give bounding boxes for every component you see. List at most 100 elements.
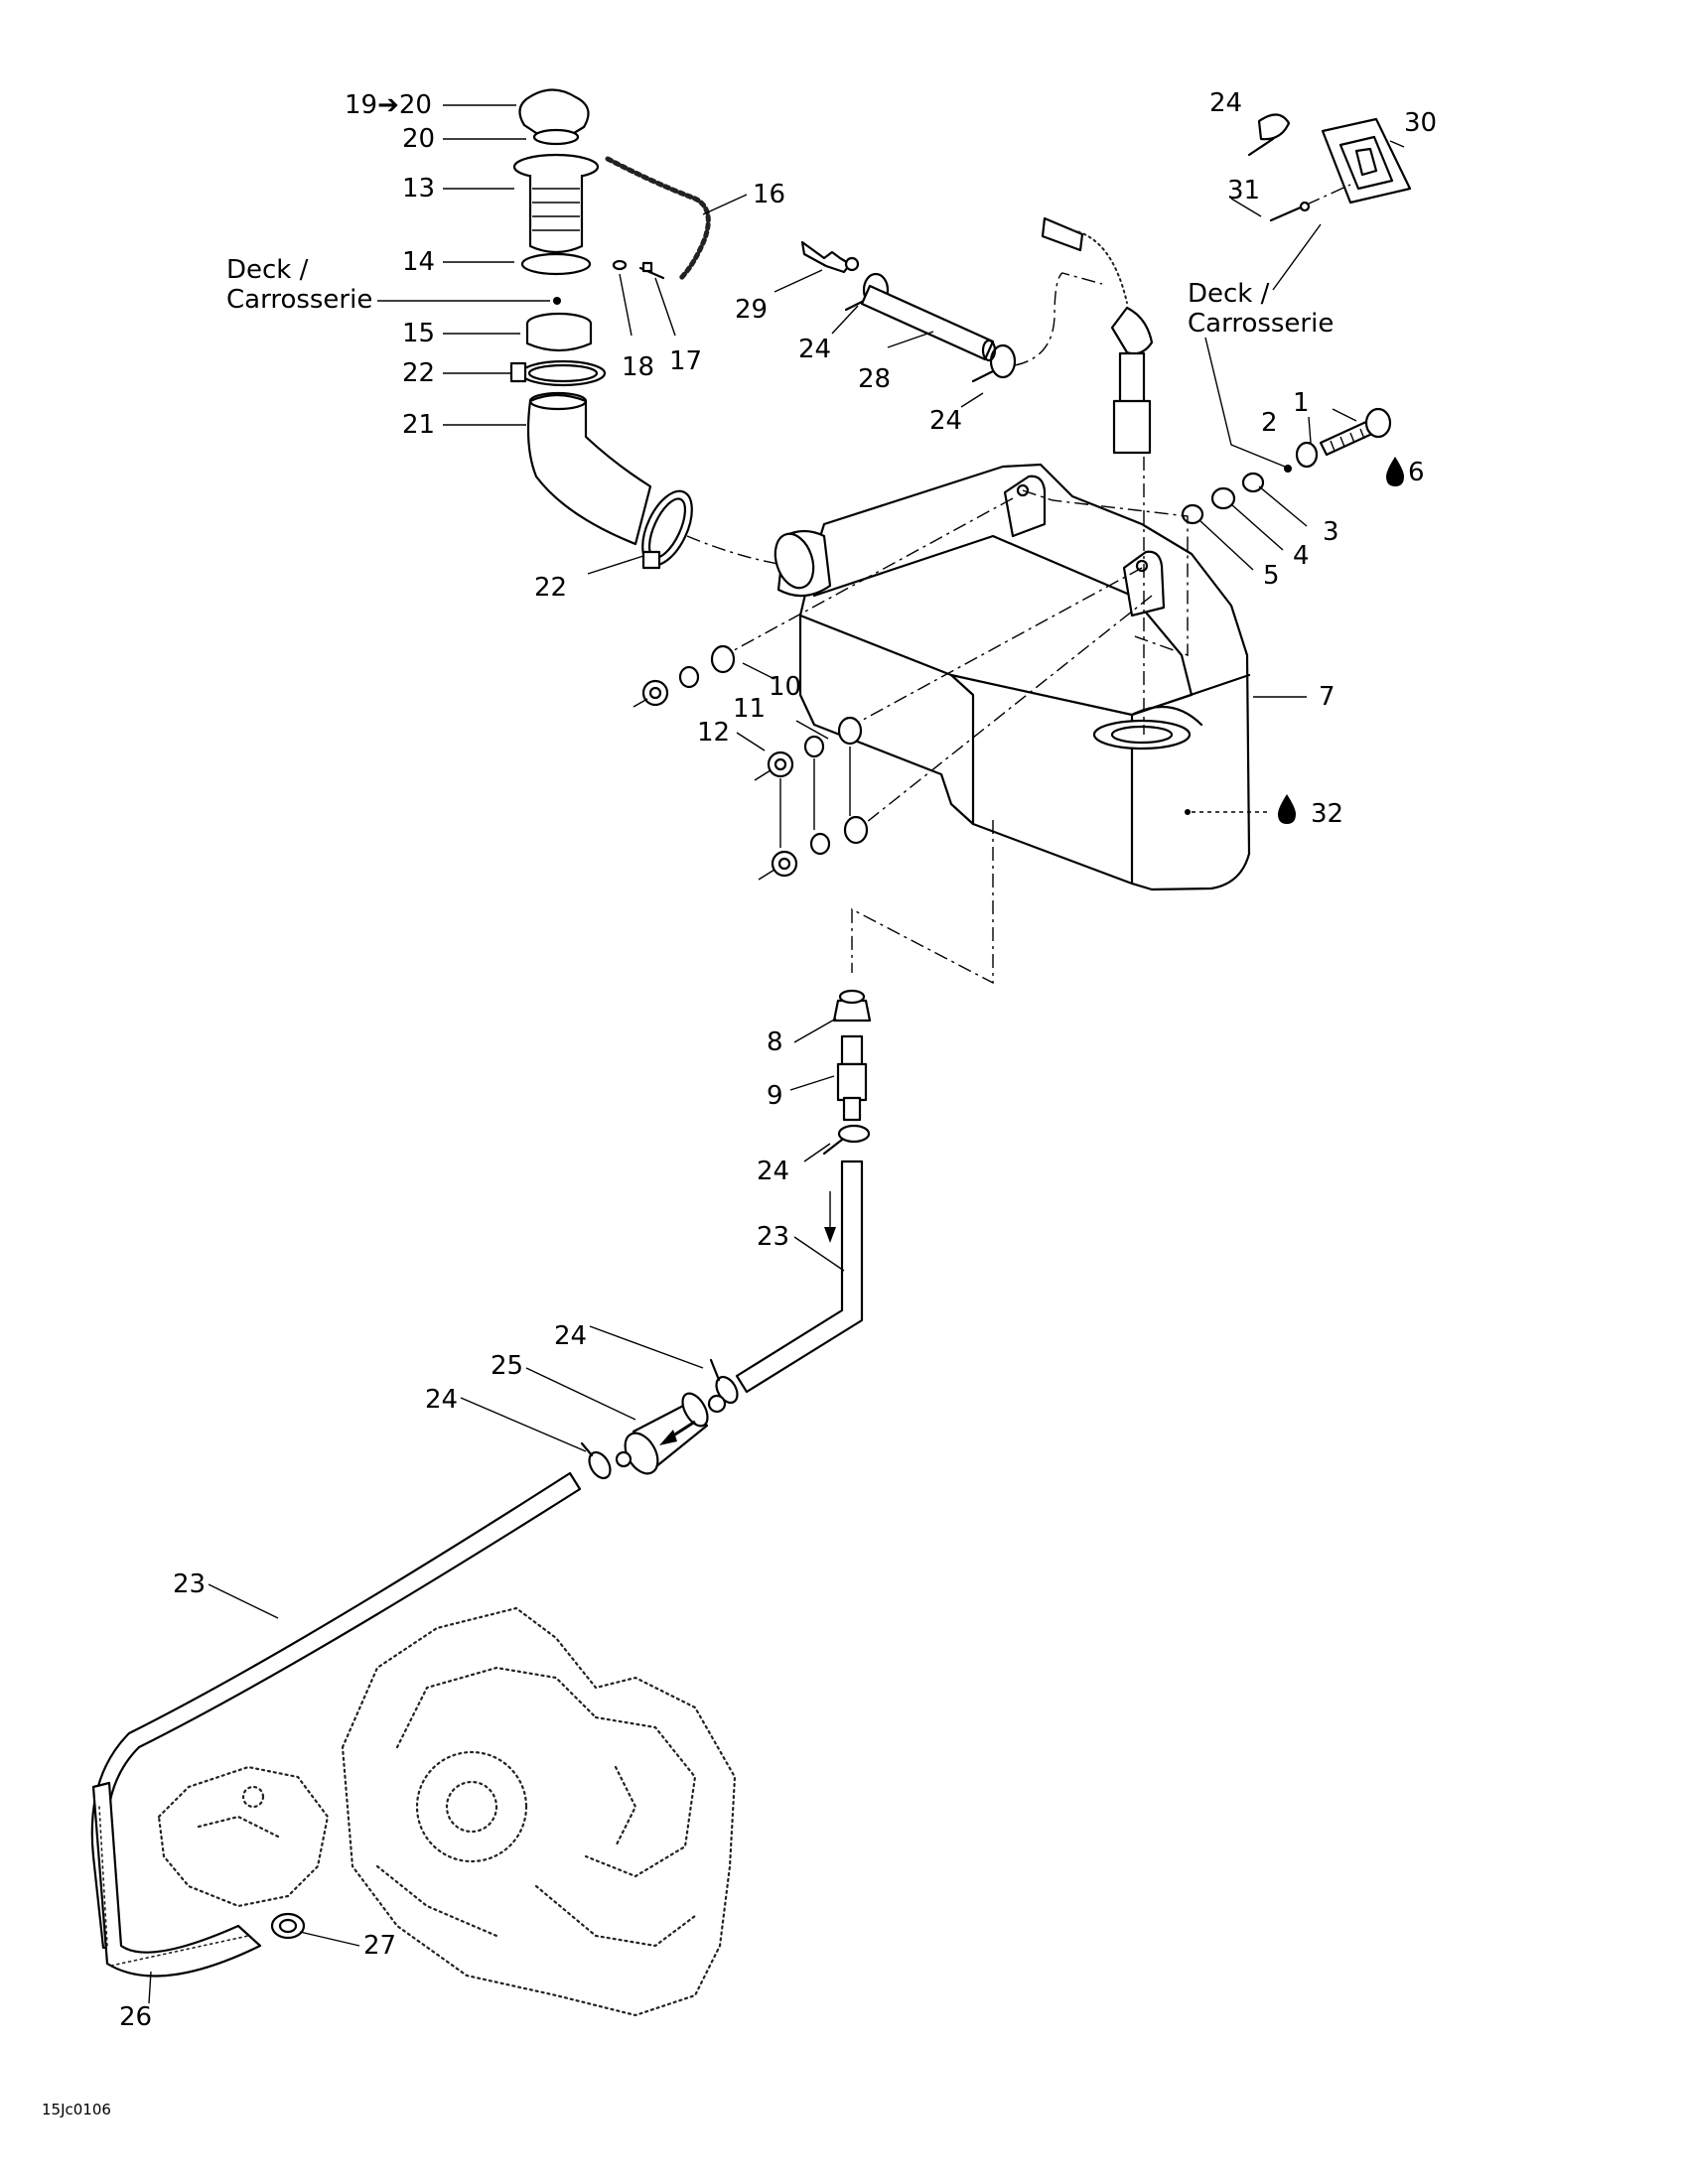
label-27: 27 <box>363 1931 396 1961</box>
label-25: 25 <box>491 1351 523 1381</box>
label-19-20: 19➔20 <box>345 90 432 120</box>
label-12: 12 <box>697 718 730 748</box>
label-10: 10 <box>769 672 801 702</box>
clamp-24-filter-left <box>580 1441 612 1480</box>
clamp-22-top <box>509 359 607 387</box>
label-2: 2 <box>1261 408 1278 438</box>
label-5: 5 <box>1263 561 1280 591</box>
label-deck-right-1: Deck / <box>1188 279 1270 309</box>
flow-arrow-head <box>824 1227 836 1243</box>
label-17: 17 <box>669 346 702 376</box>
fuel-tank-7 <box>798 463 1251 891</box>
label-23-upper: 23 <box>757 1222 789 1252</box>
fuel-hose-23-upper <box>735 1160 864 1394</box>
callout-labels: 19➔20 20 13 14 Deck / Carrosserie 15 22 … <box>42 88 1437 2118</box>
label-3: 3 <box>1323 517 1339 547</box>
adhesive-drop-icon-6 <box>1386 457 1404 486</box>
mount-line-left-3 <box>861 595 1153 827</box>
label-11: 11 <box>733 694 766 724</box>
deck-point-right <box>1284 465 1292 473</box>
label-26: 26 <box>119 2002 152 2032</box>
screw-31 <box>1269 201 1311 222</box>
nut-12-mid <box>767 751 794 778</box>
filler-cap-19 <box>518 88 590 146</box>
mount-line-upper <box>1022 489 1189 656</box>
grommet-10-lower <box>843 815 869 845</box>
chain-16 <box>605 156 711 281</box>
label-29: 29 <box>735 295 768 325</box>
label-21: 21 <box>402 410 435 440</box>
filter-flow-arrow-head <box>659 1430 677 1445</box>
hose-sleeve-26 <box>91 1781 262 1978</box>
screw-17 <box>638 261 665 280</box>
nut-12-upper <box>641 679 669 707</box>
grommet-4 <box>1210 486 1236 510</box>
label-15: 15 <box>402 319 435 348</box>
gasket-14 <box>520 252 592 276</box>
mount-line-left-1 <box>724 497 1014 656</box>
stud-line-upper <box>633 698 648 708</box>
stud-line-mid <box>754 769 772 781</box>
nut-15 <box>525 312 593 352</box>
clamp-24-outlet <box>822 1124 871 1156</box>
label-24-filter-left: 24 <box>425 1385 458 1415</box>
washer-11-mid <box>803 735 825 758</box>
label-18: 18 <box>622 352 654 382</box>
tank-filler-inlet <box>774 529 832 598</box>
engine-outline <box>157 1606 737 2017</box>
label-1: 1 <box>1293 388 1310 418</box>
label-23-lower: 23 <box>173 1570 206 1599</box>
label-30: 30 <box>1404 108 1437 138</box>
vent-routing-line <box>1014 272 1103 366</box>
grommet-10-upper <box>710 644 736 674</box>
label-14: 14 <box>402 247 435 277</box>
fuel-filter-25 <box>615 1392 727 1475</box>
label-31: 31 <box>1227 176 1260 205</box>
outlet-fitting-8 <box>832 989 872 1023</box>
clamp-22-bottom <box>641 489 693 570</box>
label-13: 13 <box>402 174 435 204</box>
label-4: 4 <box>1293 541 1310 571</box>
label-8: 8 <box>767 1027 783 1057</box>
screw-1 <box>1319 407 1392 457</box>
adhesive-drop-icon-32 <box>1278 794 1296 824</box>
label-20: 20 <box>402 124 435 154</box>
cable-tie-24 <box>1247 113 1291 157</box>
label-28: 28 <box>858 364 891 394</box>
fitting-27 <box>270 1912 306 1940</box>
clamp-24-right <box>971 343 1017 383</box>
label-22-bottom: 22 <box>534 573 567 603</box>
label-24-tie: 24 <box>1209 88 1242 118</box>
vent-fitting <box>1041 216 1154 455</box>
vent-hose-28 <box>860 284 997 362</box>
washer-18 <box>612 259 628 271</box>
fuel-hose-23-lower <box>90 1471 582 1950</box>
leader-lines <box>148 104 1405 2004</box>
figure-code: 15Jc0106 <box>42 2101 111 2118</box>
stud-line-lower <box>758 869 775 881</box>
hose-adapter-9 <box>836 1034 868 1122</box>
filler-hose-21 <box>526 391 652 546</box>
washer-11-lower <box>809 832 831 856</box>
label-24-outlet: 24 <box>757 1157 789 1186</box>
check-valve-29 <box>800 240 860 274</box>
grommet-10-mid <box>837 716 863 746</box>
washer-11-upper <box>678 665 700 689</box>
filler-neck-13 <box>512 153 600 254</box>
label-6: 6 <box>1408 458 1425 487</box>
outlet-routing-line <box>851 820 994 985</box>
clamp-24-filter-top <box>709 1358 739 1405</box>
label-deck-left-1: Deck / <box>226 255 309 285</box>
tie-base-dashline <box>1306 184 1351 205</box>
label-24-hose-left: 24 <box>798 335 831 364</box>
deck-point-left <box>553 297 561 305</box>
nut-12-lower <box>771 850 798 878</box>
label-9: 9 <box>767 1081 783 1111</box>
label-22-top: 22 <box>402 358 435 388</box>
lock-washer-2 <box>1295 441 1319 469</box>
tie-base-30 <box>1321 117 1412 205</box>
washer-3 <box>1241 472 1265 493</box>
label-16: 16 <box>753 180 785 209</box>
label-24-filter-top: 24 <box>554 1321 587 1351</box>
